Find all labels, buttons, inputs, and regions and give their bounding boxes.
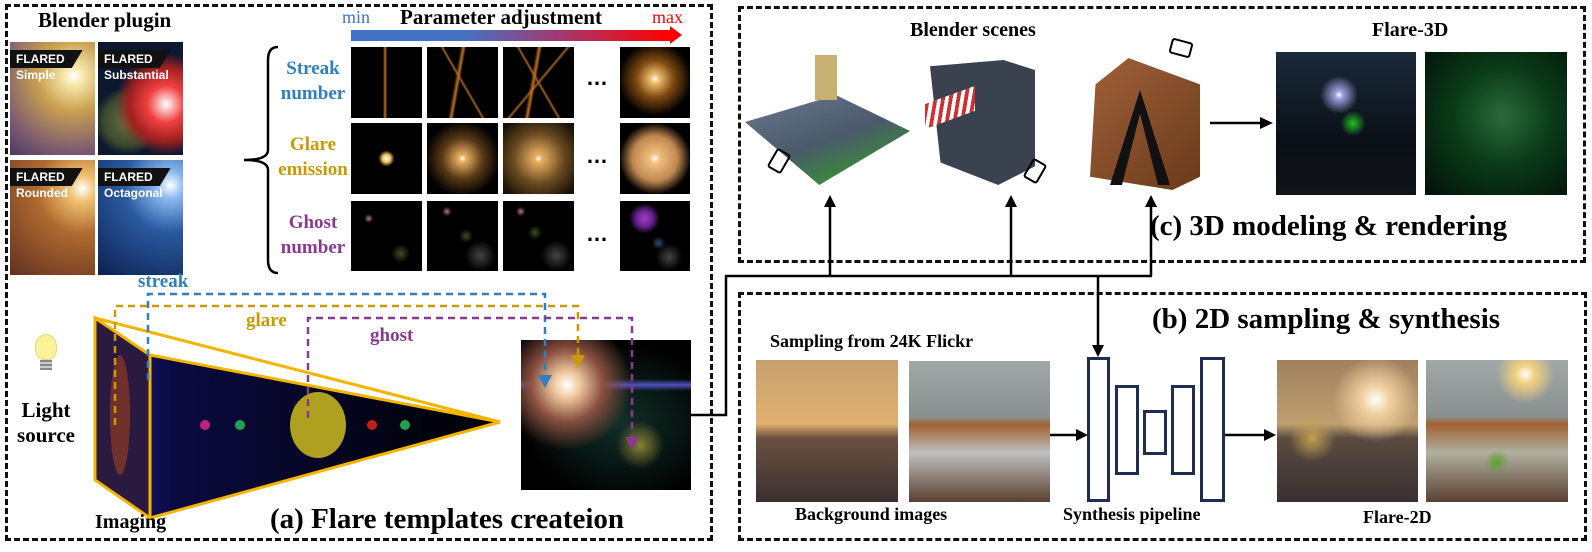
- scene-city-tower: [815, 55, 837, 100]
- streak-path: [146, 292, 547, 380]
- pipeline-block-1: [1087, 357, 1110, 502]
- ghost-path: [306, 316, 634, 440]
- ghost-thumb-max: [620, 201, 690, 271]
- arrowhead-icon: [824, 195, 836, 207]
- pipeline-block-4: [1171, 385, 1195, 475]
- label-line: emission: [278, 158, 348, 180]
- ghost-thumb-1: [351, 201, 422, 271]
- parameter-adjustment-title: Parameter adjustment: [400, 5, 602, 29]
- glare-thumb-3: [503, 123, 574, 194]
- glare-path-label: glare: [246, 310, 287, 331]
- label-line: Streak: [286, 58, 340, 79]
- arrowhead-icon: [1264, 429, 1276, 441]
- light-bulb-base-icon: [40, 360, 52, 370]
- ghost-path-label: ghost: [370, 325, 414, 346]
- arrowhead-icon: [1092, 345, 1104, 357]
- ghost-number-label: Ghost number: [276, 211, 350, 260]
- ghost-thumb-3: [503, 201, 574, 271]
- background-image-window: [909, 361, 1050, 502]
- arrowhead-icon: [1145, 195, 1157, 207]
- glare-emission-label: Glare emission: [271, 133, 355, 182]
- imaging-label: Imaging: [95, 511, 167, 533]
- arrowhead-icon: [1260, 117, 1273, 129]
- panel-3d-modeling: [738, 6, 1586, 263]
- scene-coffee-shop: [930, 60, 1035, 185]
- streak-thumb-2: [427, 47, 498, 118]
- panel-c-title: (c) 3D modeling & rendering: [1150, 210, 1508, 242]
- pipeline-block-3: [1143, 410, 1167, 455]
- blender-plugin-title: Blender plugin: [38, 8, 172, 32]
- preset-substantial: FLARED Substantial: [98, 42, 183, 155]
- background-images-label: Background images: [795, 504, 948, 524]
- glare-thumb-2: [427, 123, 498, 194]
- preset-rounded: FLARED Rounded: [10, 160, 95, 275]
- ellipsis: …: [586, 143, 608, 168]
- glare-arrowhead-icon: [571, 355, 585, 368]
- label-line: number: [280, 82, 346, 104]
- preset-label: Simple: [16, 68, 56, 82]
- glare-thumb-1: [351, 123, 422, 194]
- synthesis-pipeline-label: Synthesis pipeline: [1063, 504, 1201, 524]
- preset-brand: FLARED: [98, 168, 171, 186]
- preset-label: Substantial: [104, 68, 169, 82]
- preset-label: Rounded: [16, 186, 68, 200]
- background-image-sunset: [756, 360, 898, 502]
- streak-arrowhead-icon: [538, 375, 552, 388]
- preset-label: Octagonal: [104, 186, 163, 200]
- preset-octagonal: FLARED Octagonal: [98, 160, 183, 275]
- light-source-label: Light source: [10, 398, 82, 448]
- preset-brand: FLARED: [10, 50, 83, 68]
- sampling-flickr-label: Sampling from 24K Flickr: [770, 331, 974, 351]
- panel-b-title: (b) 2D sampling & synthesis: [1152, 303, 1501, 335]
- glare-thumb-max: [620, 123, 690, 194]
- preset-brand: FLARED: [10, 168, 83, 186]
- ghost-thumb-2: [427, 201, 498, 271]
- streak-path-label: streak: [138, 271, 189, 292]
- pipeline-block-5: [1200, 357, 1225, 502]
- flare-template-result: [521, 340, 691, 490]
- flare-2d-image-sunset: [1277, 360, 1418, 502]
- preset-brand: FLARED: [98, 50, 171, 68]
- ghost-arrowhead-icon: [625, 437, 639, 450]
- ghost-disc: [290, 392, 346, 458]
- flare-3d-label: Flare-3D: [1372, 19, 1449, 41]
- panel-2d-sampling: [738, 292, 1587, 541]
- streak-number-label: Streak number: [278, 57, 348, 106]
- pipeline-block-2: [1115, 385, 1139, 475]
- label-line: number: [280, 236, 346, 258]
- label-line: Ghost: [288, 212, 338, 233]
- panel-a-title: (a) Flare templates createion: [270, 503, 625, 535]
- streak-thumb-1: [351, 47, 422, 118]
- min-label: min: [342, 7, 371, 27]
- ellipsis: …: [586, 221, 608, 246]
- glare-path: [113, 304, 580, 425]
- flare-3d-image-car: [1276, 52, 1416, 195]
- label-line: source: [17, 423, 75, 448]
- flare-3d-image-cafe: [1425, 52, 1567, 195]
- blender-scenes-label: Blender scenes: [910, 19, 1036, 41]
- light-bulb-icon: [35, 334, 57, 360]
- streak-thumb-max: [620, 47, 690, 118]
- flare-2d-label: Flare-2D: [1363, 507, 1432, 527]
- min-max-gradient-arrow: [351, 30, 671, 41]
- arrowhead-icon: [1076, 429, 1088, 441]
- flare-2d-image-window: [1426, 360, 1568, 502]
- max-label: max: [652, 7, 683, 27]
- panel-flare-templates: [5, 4, 713, 541]
- streak-thumb-3: [503, 47, 574, 118]
- arrowhead-icon: [1005, 195, 1017, 207]
- preset-simple: FLARED Simple: [10, 42, 95, 155]
- ellipsis: …: [586, 65, 608, 90]
- label-line: Glare: [289, 134, 337, 155]
- label-line: Light: [21, 398, 71, 422]
- arrowhead-icon: [670, 26, 682, 44]
